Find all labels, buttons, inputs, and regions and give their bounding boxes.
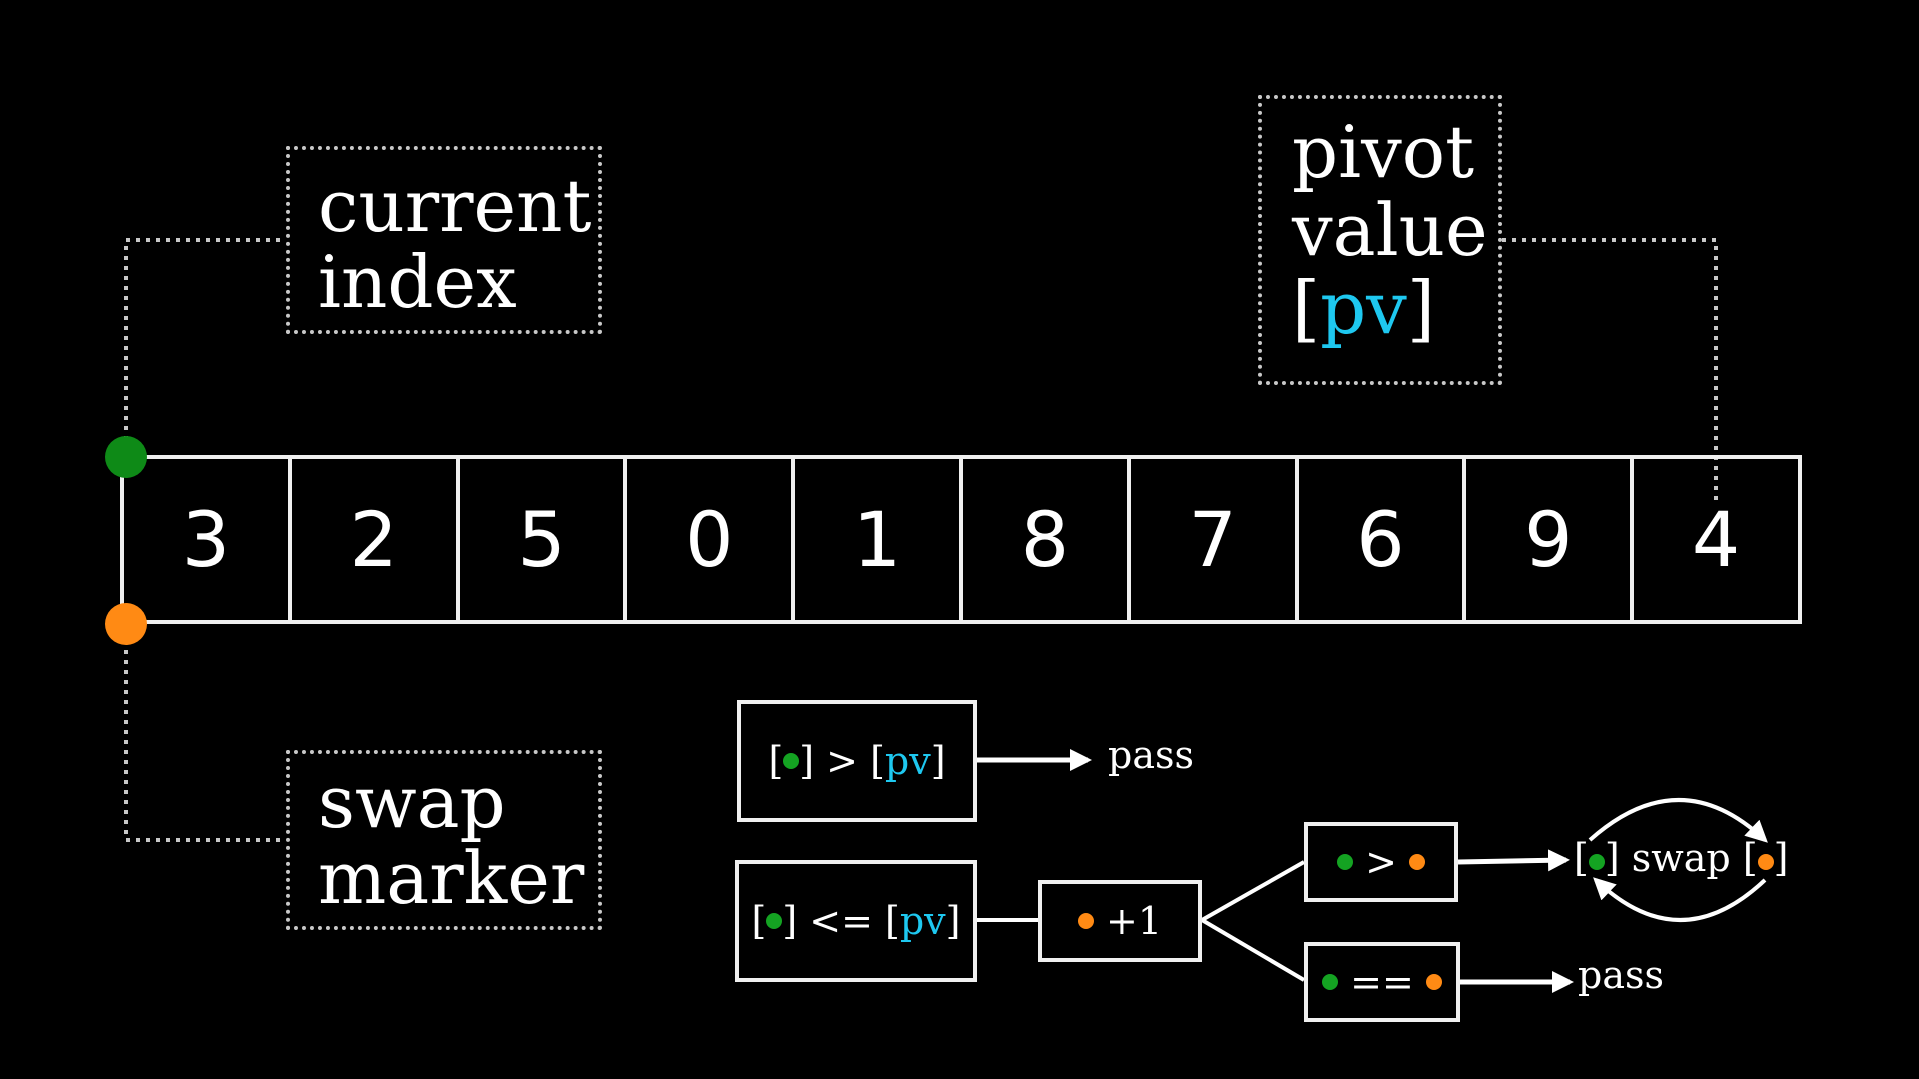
- current-index-label: current index: [318, 164, 592, 324]
- orange-dot-icon: [1425, 974, 1442, 990]
- compare-gt-box: >: [1304, 822, 1458, 902]
- pv-abbrev: pv: [899, 899, 946, 943]
- swap-marker-connector: [124, 640, 286, 842]
- current-index-connector: [124, 238, 286, 450]
- array-cell: 9: [1466, 459, 1635, 620]
- eq-operator: ==: [1350, 960, 1414, 1004]
- bracket-open: [: [1574, 836, 1589, 880]
- array-cell: 7: [1131, 459, 1299, 620]
- swap-word: ] swap [: [1604, 836, 1758, 880]
- gt-swap-arrow: [1457, 849, 1570, 872]
- increment-box: +1: [1038, 880, 1202, 962]
- array-cell: 2: [292, 459, 460, 620]
- green-dot-icon: [783, 753, 800, 769]
- swap-marker-icon: [105, 603, 147, 645]
- bracket-close: ]: [1406, 266, 1435, 350]
- bracket-open: [: [1292, 266, 1321, 350]
- orange-dot-icon: [1757, 853, 1774, 870]
- bracket-open: [: [768, 739, 784, 783]
- operator-text: ] > [: [799, 739, 885, 783]
- branch-upper-line: [1201, 860, 1305, 922]
- green-dot-icon: [1588, 853, 1605, 870]
- bracket-open: [: [751, 899, 767, 943]
- current-index-label-box: current index: [286, 146, 602, 334]
- pivot-word: pivot: [1292, 110, 1475, 194]
- array-cell: 0: [627, 459, 796, 620]
- array-cell: 5: [460, 459, 628, 620]
- pivot-connector: [1502, 238, 1718, 500]
- green-dot-icon: [1336, 854, 1353, 870]
- branch-lower-line: [1200, 918, 1306, 982]
- green-dot-icon: [766, 913, 783, 929]
- array-cell: 8: [963, 459, 1131, 620]
- increment-text: +1: [1106, 899, 1163, 943]
- pivot-cell: 4: [1691, 495, 1741, 584]
- array-cell: 1: [795, 459, 963, 620]
- eq-result-pass: pass: [1578, 953, 1664, 997]
- gt-operator: >: [1365, 840, 1397, 884]
- swap-curve-bottom: [1593, 877, 1767, 922]
- swap-text: [ ] swap []: [1574, 836, 1788, 880]
- array: 3 2 5 0 1 8 7 6 9 4: [120, 455, 1802, 624]
- greater-result-pass: pass: [1108, 733, 1194, 777]
- swap-marker-label-box: swap marker: [286, 750, 602, 930]
- orange-dot-icon: [1077, 913, 1094, 929]
- swap-marker-label: swap marker: [318, 760, 585, 920]
- compare-eq-box: ==: [1304, 942, 1460, 1022]
- pv-abbrev: pv: [1320, 266, 1407, 350]
- rule-less-equal-box: [ ] <= [pv]: [735, 860, 977, 982]
- orange-dot-icon: [1409, 854, 1426, 870]
- pv-abbrev: pv: [884, 739, 931, 783]
- current-index-marker-icon: [105, 436, 147, 478]
- value-word: value: [1292, 188, 1488, 272]
- bracket-close: ]: [945, 899, 961, 943]
- green-dot-icon: [1322, 974, 1339, 990]
- pivot-value-label: pivot value [pv]: [1292, 113, 1488, 347]
- pivot-value-label-box: pivot value [pv]: [1258, 95, 1502, 385]
- array-cell: 6: [1299, 459, 1467, 620]
- rule-greater-box: [ ] > [pv]: [737, 700, 977, 822]
- bracket-close: ]: [1773, 836, 1789, 880]
- array-cell: 3: [124, 459, 292, 620]
- operator-text: ] <= [: [782, 899, 900, 943]
- swap-curve-top: [1588, 798, 1768, 843]
- bracket-close: ]: [930, 739, 946, 783]
